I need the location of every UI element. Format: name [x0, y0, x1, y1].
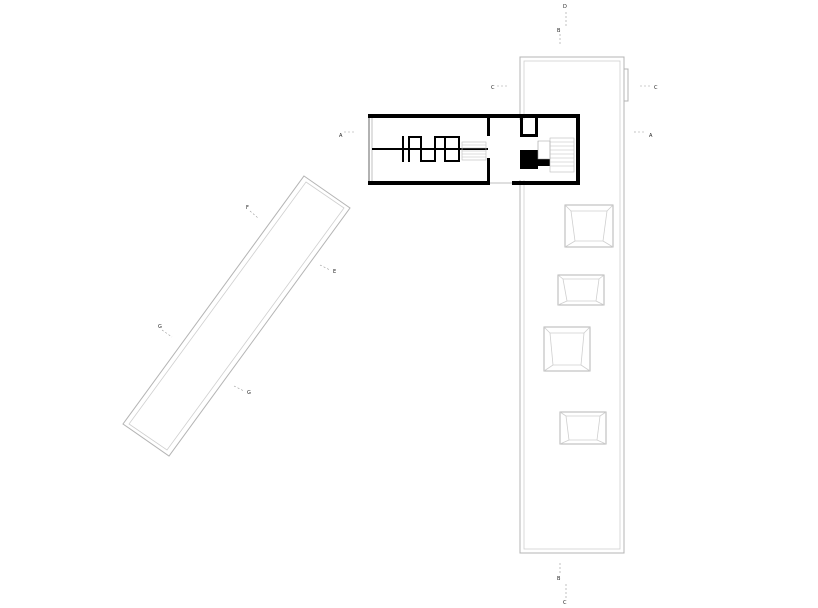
svg-text:A: A — [649, 133, 653, 139]
skylight-1 — [564, 204, 614, 248]
partition-lower — [487, 158, 490, 181]
svg-text:A: A — [339, 133, 343, 139]
north-wall — [368, 114, 580, 118]
section-mark-f: F — [246, 205, 259, 219]
long-building-roof — [519, 56, 629, 554]
svg-text:G: G — [158, 324, 162, 330]
diagonal-building-outer-outline — [122, 175, 351, 457]
meander-partition — [402, 136, 460, 162]
diagonal-building-inner-outline — [128, 181, 345, 451]
svg-text:E: E — [333, 269, 336, 275]
corridor-wall — [372, 148, 488, 150]
svg-text:F: F — [246, 205, 249, 211]
main-stair — [537, 137, 575, 173]
east-wall — [576, 114, 580, 185]
section-mark-g-left: G — [158, 324, 173, 338]
svg-text:B: B — [557, 28, 561, 34]
shaft-wall-bottom — [520, 134, 538, 137]
svg-text:G: G — [247, 390, 251, 396]
section-marks: A A D B B C C C — [158, 4, 658, 606]
skylight-3 — [543, 326, 591, 372]
partition-upper — [487, 118, 490, 136]
skylight-2 — [557, 274, 605, 306]
section-mark-c-left: C — [491, 85, 509, 91]
svg-text:D: D — [563, 4, 567, 10]
south-wall-west — [368, 181, 490, 185]
long-building-outer-outline — [519, 56, 625, 554]
diagonal-building-roof — [122, 175, 351, 457]
section-mark-a-right: A — [634, 131, 653, 139]
shaft-wall-right — [535, 117, 538, 137]
svg-text:C: C — [654, 85, 658, 91]
section-mark-e: E — [319, 264, 336, 275]
core-block — [520, 150, 550, 169]
skylight-4 — [559, 411, 607, 445]
svg-text:C: C — [491, 85, 495, 91]
section-mark-b-top: D B — [557, 4, 567, 44]
south-wall-east — [512, 181, 580, 185]
section-mark-a-left: A — [339, 131, 356, 139]
section-mark-b-bottom: B C — [557, 563, 567, 606]
svg-text:B: B — [557, 576, 561, 582]
section-mark-g-bottom: G — [233, 385, 251, 396]
section-mark-c-right: C — [640, 85, 658, 91]
small-stair — [461, 141, 487, 161]
horizontal-building-plan — [368, 114, 580, 185]
roof-protrusion — [623, 68, 629, 102]
shaft-wall-left — [520, 117, 523, 137]
svg-text:C: C — [563, 600, 567, 606]
long-building-inner-outline — [523, 60, 621, 550]
